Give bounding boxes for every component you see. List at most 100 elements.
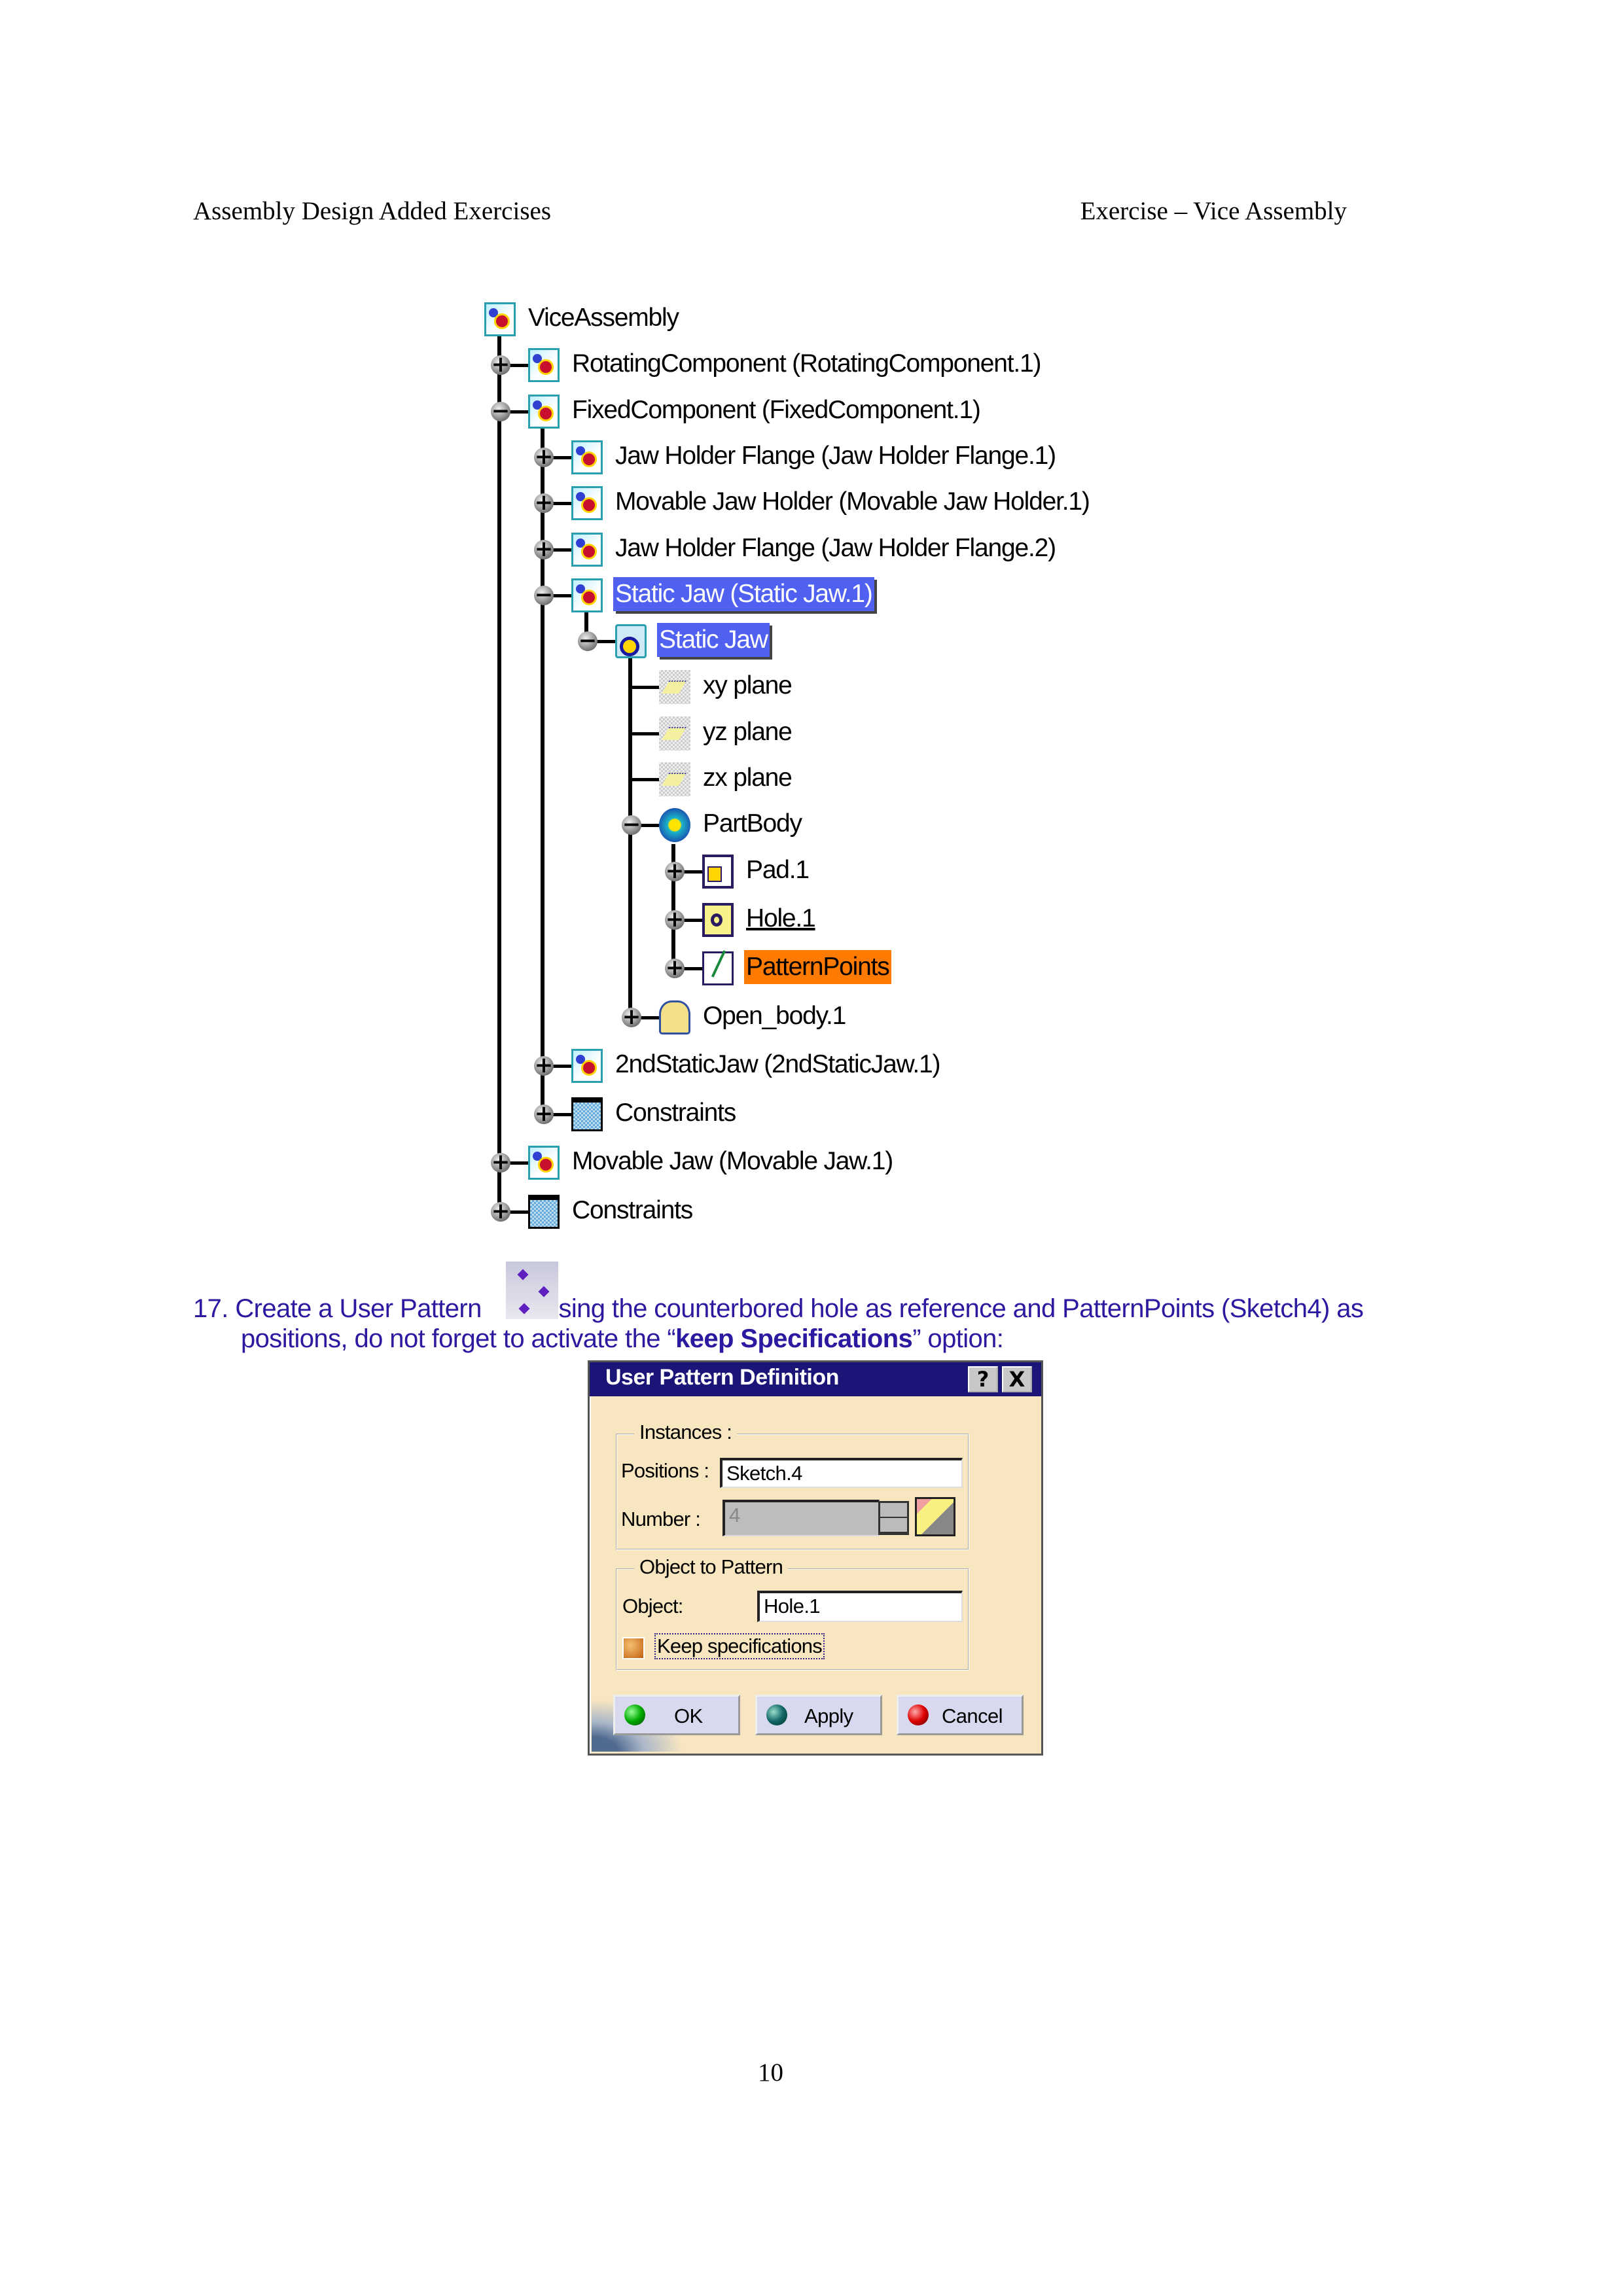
tree-node-label[interactable]: ViceAssembly <box>528 304 679 332</box>
product-icon[interactable] <box>571 486 603 521</box>
sketch-icon[interactable] <box>702 951 734 986</box>
open-body-icon[interactable] <box>659 1000 690 1034</box>
plane-icon[interactable] <box>659 762 690 796</box>
instruction-text: ” option: <box>912 1324 1004 1353</box>
tree-connector <box>631 1016 659 1019</box>
number-input[interactable]: 4 <box>722 1500 880 1536</box>
tree-connector <box>631 686 659 690</box>
tree-connector <box>543 548 571 552</box>
tree-node-label[interactable]: Constraints <box>615 1099 736 1127</box>
spin-up-icon[interactable] <box>880 1503 907 1518</box>
constraints-icon[interactable] <box>528 1194 560 1229</box>
tree-node-label[interactable]: Static Jaw <box>657 623 770 658</box>
cancel-button[interactable]: Cancel <box>897 1695 1024 1735</box>
object-input[interactable]: Hole.1 <box>757 1591 963 1622</box>
keep-specifications-checkbox[interactable] <box>622 1637 645 1659</box>
collapse-icon[interactable]: − <box>491 397 510 424</box>
tree-node-label[interactable]: Jaw Holder Flange (Jaw Holder Flange.1) <box>615 441 1056 470</box>
tree-connector <box>631 778 659 781</box>
tree-node-label[interactable]: Jaw Holder Flange (Jaw Holder Flange.2) <box>615 533 1056 562</box>
user-pattern-icon <box>506 1262 558 1319</box>
collapse-icon[interactable]: − <box>578 627 597 654</box>
apply-ball-icon <box>766 1704 787 1725</box>
tree-node-label[interactable]: xy plane <box>703 671 793 700</box>
tree-connector <box>543 1064 571 1068</box>
tree-line-root <box>497 335 501 1209</box>
tree-connector <box>500 1210 528 1214</box>
tree-node-label[interactable]: 2ndStaticJaw (2ndStaticJaw.1) <box>615 1050 941 1078</box>
plane-icon[interactable] <box>659 716 690 751</box>
collapse-icon[interactable]: − <box>534 581 554 608</box>
number-spinner[interactable] <box>878 1501 909 1535</box>
tree-node-label[interactable]: PartBody <box>703 809 802 838</box>
help-button[interactable]: ? <box>968 1366 998 1392</box>
tree-node-label[interactable]: Constraints <box>572 1195 693 1224</box>
product-icon[interactable] <box>484 302 516 336</box>
cancel-label: Cancel <box>942 1704 1003 1727</box>
apply-button[interactable]: Apply <box>755 1695 882 1735</box>
catalog-icon[interactable] <box>915 1497 955 1536</box>
product-icon[interactable] <box>528 394 560 429</box>
user-pattern-dialog: User Pattern Definition ? X Instances : … <box>588 1360 1043 1756</box>
plane-icon[interactable] <box>659 670 690 705</box>
hole-icon[interactable] <box>702 902 734 937</box>
expand-icon[interactable]: + <box>491 1197 510 1224</box>
instruction-text: Create a User Pattern <box>235 1294 482 1323</box>
tree-node-label[interactable]: yz plane <box>703 717 793 746</box>
expand-icon[interactable]: + <box>534 443 554 470</box>
number-label: Number : <box>621 1508 701 1530</box>
expand-icon[interactable]: + <box>534 1051 554 1078</box>
expand-icon[interactable]: + <box>491 351 510 378</box>
tree-connector <box>674 870 702 874</box>
product-icon[interactable] <box>571 1048 603 1083</box>
tree-connector <box>587 640 615 644</box>
tree-node-label[interactable]: zx plane <box>703 764 793 792</box>
tree-node-label[interactable]: FixedComponent (FixedComponent.1) <box>572 395 981 424</box>
tree-node-label[interactable]: Open_body.1 <box>703 1001 846 1030</box>
expand-icon[interactable]: + <box>491 1149 510 1176</box>
pad-icon[interactable] <box>702 854 734 889</box>
tree-node-label[interactable]: Hole.1 <box>746 904 816 932</box>
constraints-icon[interactable] <box>571 1097 603 1132</box>
cancel-ball-icon <box>908 1704 929 1725</box>
tree-connector <box>543 1113 571 1117</box>
product-icon[interactable] <box>528 1146 560 1180</box>
tree-connector <box>631 732 659 735</box>
tree-node-label[interactable]: RotatingComponent (RotatingComponent.1) <box>572 349 1042 378</box>
tree-connector <box>674 918 702 922</box>
step-number: 17. <box>193 1294 228 1323</box>
tree-connector <box>543 593 571 597</box>
expand-icon[interactable]: + <box>622 1003 641 1030</box>
body-icon[interactable] <box>659 808 690 843</box>
tree-node-label[interactable]: Static Jaw (Static Jaw.1) <box>613 576 874 611</box>
collapse-icon[interactable]: − <box>622 811 641 838</box>
expand-icon[interactable]: + <box>534 489 554 516</box>
tree-line-part <box>628 658 632 1022</box>
tree-node-label[interactable]: Pad.1 <box>746 855 810 884</box>
dialog-title-bar[interactable]: User Pattern Definition ? X <box>590 1362 1041 1396</box>
expand-icon[interactable]: + <box>665 906 685 932</box>
page-number: 10 <box>758 2058 783 2087</box>
keep-specifications-label[interactable]: Keep specifications <box>654 1633 825 1659</box>
part-icon[interactable] <box>615 624 647 659</box>
expand-icon[interactable]: + <box>665 857 685 884</box>
positions-input[interactable]: Sketch.4 <box>720 1458 963 1488</box>
product-icon[interactable] <box>571 440 603 474</box>
instances-group: Instances : <box>616 1421 969 1550</box>
expand-icon[interactable]: + <box>534 535 554 562</box>
expand-icon[interactable]: + <box>665 955 685 981</box>
tree-node-label[interactable]: Movable Jaw (Movable Jaw.1) <box>572 1147 893 1176</box>
instruction-line-2: positions, do not forget to activate the… <box>241 1324 1004 1354</box>
product-icon[interactable] <box>528 348 560 383</box>
ok-button[interactable]: OK <box>613 1695 740 1735</box>
expand-icon[interactable]: + <box>534 1101 554 1127</box>
instruction-text: using the counterbored hole as reference… <box>544 1294 1364 1323</box>
tree-node-label[interactable]: PatternPoints <box>744 950 891 985</box>
tree-node-label[interactable]: Movable Jaw Holder (Movable Jaw Holder.1… <box>615 487 1090 516</box>
product-icon[interactable] <box>571 532 603 567</box>
group-title: Object to Pattern <box>634 1555 789 1579</box>
product-icon[interactable] <box>571 578 603 612</box>
tree-line-staticjaw <box>584 612 588 645</box>
close-button[interactable]: X <box>1002 1366 1032 1392</box>
spin-down-icon[interactable] <box>880 1518 907 1533</box>
